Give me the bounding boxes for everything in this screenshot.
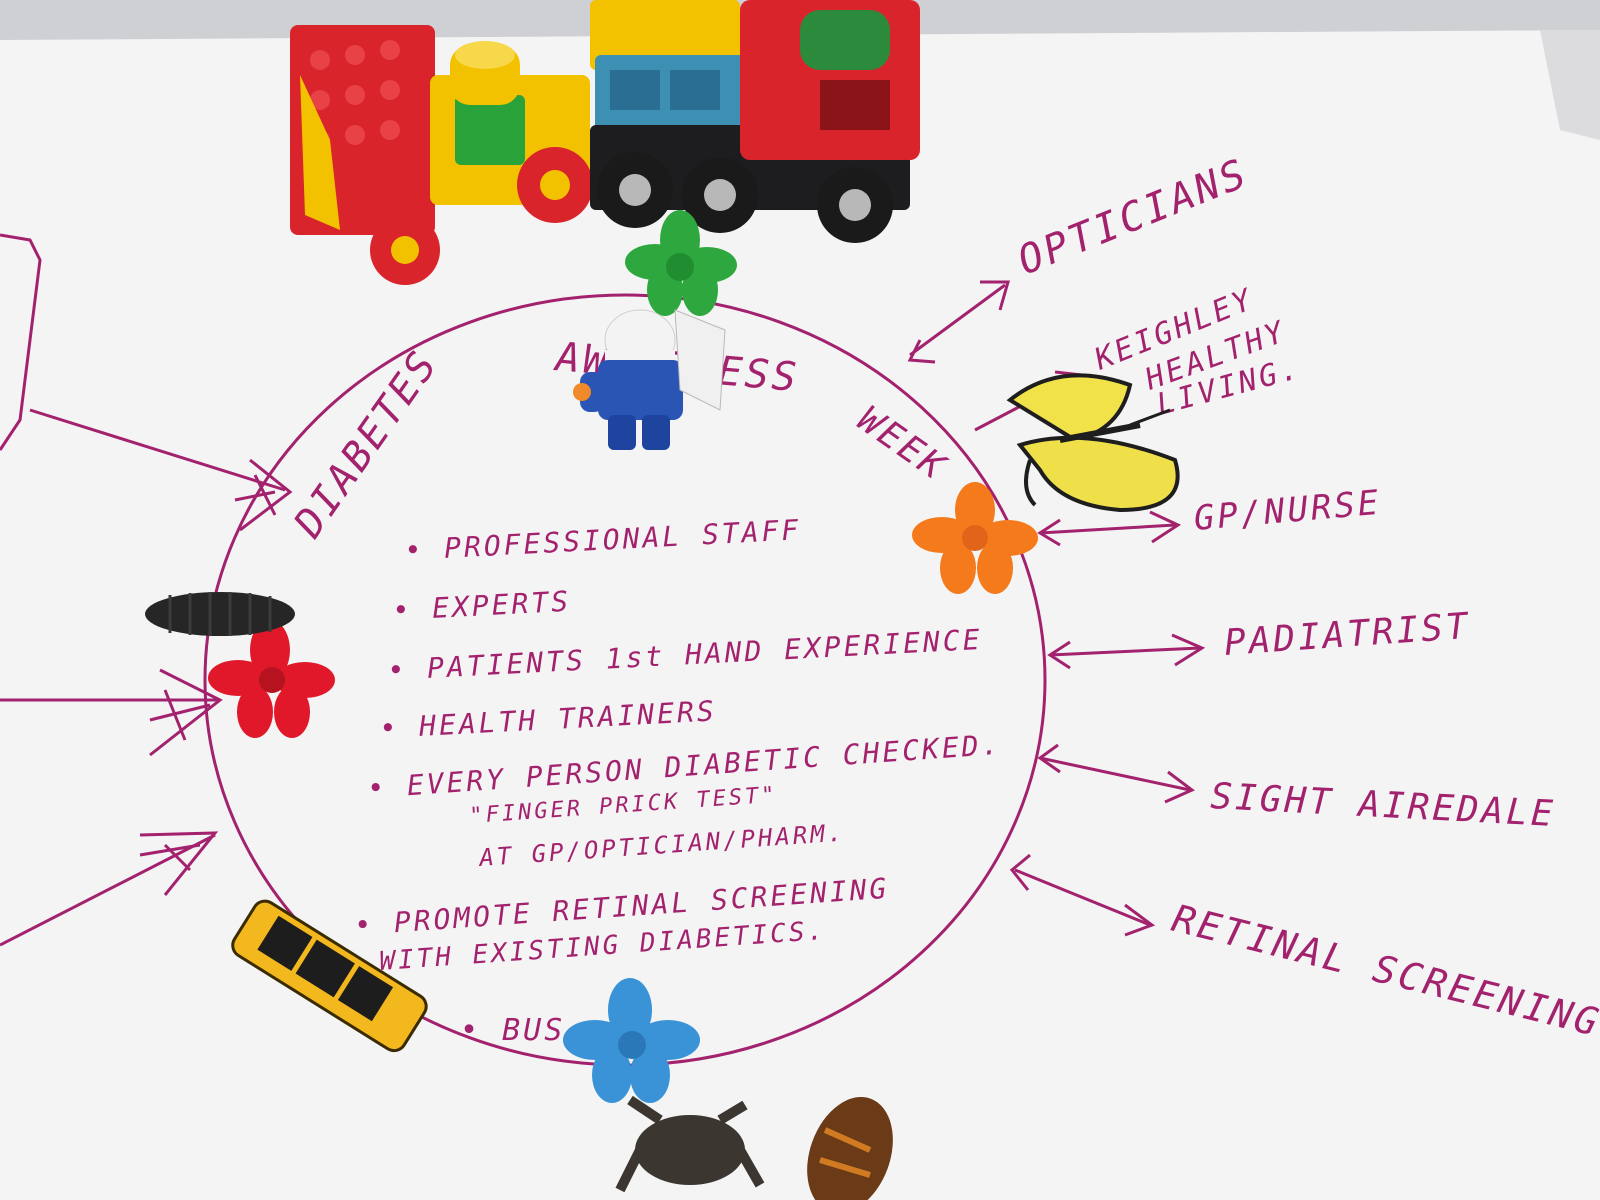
- paper-sheet: [0, 30, 1600, 1200]
- blue-flower: [563, 978, 700, 1103]
- orange-flower: [912, 482, 1038, 594]
- bullet-bus: • BUS: [460, 1013, 565, 1048]
- left-arrows: [0, 408, 293, 947]
- worker-figure: [573, 309, 726, 450]
- left-box-edge: [0, 233, 42, 451]
- caterpillar: [145, 592, 295, 636]
- toy-car: [231, 899, 428, 1053]
- snail: [807, 1096, 893, 1200]
- frog: [615, 1095, 765, 1193]
- green-flower: [625, 210, 737, 316]
- right-arrows: [907, 280, 1206, 937]
- butterfly: [1006, 373, 1180, 513]
- toy-truck: [290, 0, 920, 285]
- red-flower: [208, 620, 335, 738]
